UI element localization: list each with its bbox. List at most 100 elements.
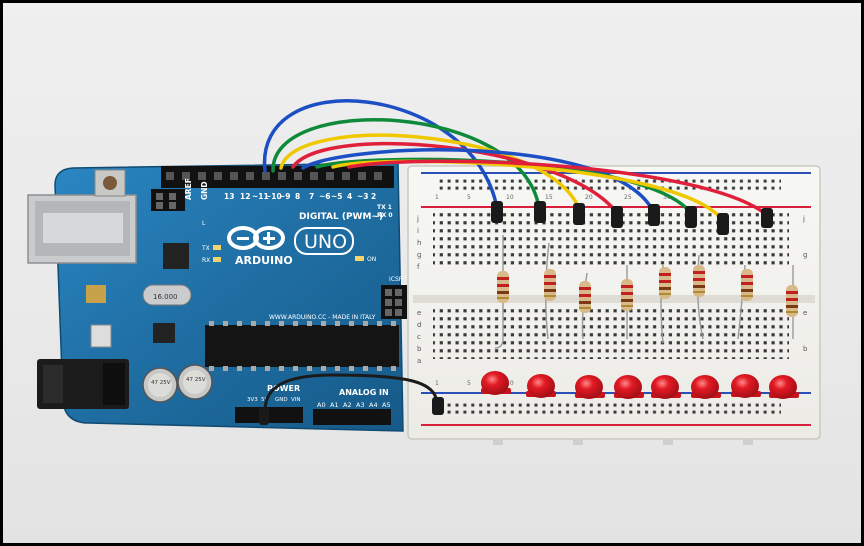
terminal-holes-bottom [433, 307, 789, 359]
dc-power-jack [37, 359, 129, 409]
crystal-oscillator: 16.000 [142, 284, 192, 306]
voltage-regulator [90, 324, 112, 348]
wire-red-2 [347, 159, 769, 217]
svg-text:c: c [417, 333, 421, 341]
pin-label-2: 2 [371, 192, 376, 201]
arduino-uno-board: AREF GND 13 12 ~11 ~10 ~9 8 7 ~6 ~5 4 ~3… [27, 162, 407, 432]
pin-label-12: 12 [240, 192, 250, 201]
pin-label-4: 4 [347, 192, 352, 201]
resistor-4 [621, 279, 633, 311]
reset-button [94, 169, 126, 197]
wire-yellow-1 [279, 133, 581, 210]
breadboard-clips [493, 439, 753, 445]
svg-text:5: 5 [467, 194, 471, 201]
icsp-header-right: ICSP [381, 276, 407, 319]
pin-label-6: ~6 [319, 192, 331, 201]
resistor-5 [659, 267, 671, 299]
usb-interface-chip [163, 243, 189, 269]
pin-label-tx1: TX 1 [377, 204, 392, 211]
row-letters: j i h g f e d c b a j g e b [416, 215, 808, 365]
pin-label-rx0: RX 0 [377, 212, 393, 219]
wire-yellow-2 [331, 159, 725, 223]
svg-text:20: 20 [585, 194, 593, 201]
pin-label-11: ~11 [252, 192, 269, 201]
svg-text:d: d [417, 321, 421, 329]
on-label: ON [367, 256, 376, 263]
wire-gnd-black [263, 373, 439, 413]
analog-in-label: ANALOG IN [339, 388, 389, 397]
analog-pin-a4: A4 [369, 401, 378, 409]
status-leds: TX RX L ON [201, 220, 376, 264]
wire-green-1 [271, 118, 541, 210]
atmega328-chip [205, 321, 399, 371]
svg-text:e: e [417, 309, 421, 317]
power-pin-3v3: 3V3 [247, 397, 258, 403]
usb-port [27, 194, 137, 264]
svg-text:a: a [417, 357, 421, 365]
analog-pin-a3: A3 [356, 401, 365, 409]
led-3 [575, 375, 605, 399]
analog-pin-a2: A2 [343, 401, 352, 409]
svg-text:1: 1 [435, 194, 439, 201]
svg-text:g: g [417, 251, 421, 259]
uno-badge: UNO [294, 227, 354, 255]
svg-text:h: h [417, 239, 421, 247]
resistor-bodies [497, 265, 798, 317]
svg-text:f: f [417, 263, 420, 271]
resistor-8 [786, 285, 798, 317]
digital-pwm-label: DIGITAL (PWM~) [299, 212, 383, 222]
svg-text:15: 15 [545, 194, 553, 201]
brand-label: ARDUINO [235, 254, 293, 267]
resistor-1 [497, 271, 509, 303]
pin-label-8: 8 [295, 192, 300, 201]
tx-label: TX [201, 245, 210, 252]
aref-label: AREF [184, 178, 193, 200]
power-label: POWER [267, 384, 300, 393]
analog-pin-a5: A5 [382, 401, 391, 409]
pin-label-3: ~3 [357, 192, 369, 201]
led-4 [614, 375, 644, 399]
analog-header: ANALOG IN A0 A1 A2 A3 A4 A5 [313, 388, 391, 425]
gnd-label: GND [200, 181, 209, 200]
resistor-7 [741, 269, 753, 301]
op-amp-chip [153, 323, 175, 343]
svg-text:j: j [416, 215, 419, 223]
svg-text:e: e [803, 309, 807, 317]
power-pin-vin: VIN [291, 397, 301, 403]
red-leds [481, 371, 799, 399]
pin-label-13: 13 [224, 192, 234, 201]
pin-label-10: ~10 [265, 192, 282, 201]
bottom-rail-holes [437, 401, 781, 415]
capacitor-label-1: 47 25V [151, 380, 171, 386]
analog-pin-a0: A0 [317, 401, 326, 409]
wire-blue-2 [301, 148, 655, 213]
svg-text:j: j [802, 215, 805, 223]
icsp-label: ICSP [389, 276, 403, 283]
led-1 [481, 371, 511, 395]
svg-text:10: 10 [506, 194, 514, 201]
power-pin-gnd: GND [275, 397, 288, 403]
power-pin-5v: 5V [261, 397, 268, 403]
pin-label-5: ~5 [331, 192, 343, 201]
svg-text:25: 25 [624, 194, 632, 201]
pin-label-9: ~9 [279, 192, 291, 201]
svg-text:b: b [417, 345, 422, 353]
led-8 [769, 375, 799, 399]
icsp-header-top [151, 189, 185, 211]
circuit-photo: AREF GND 13 12 ~11 ~10 ~9 8 7 ~6 ~5 4 ~3… [27, 99, 821, 445]
wire-red-1 [291, 141, 619, 215]
arduino-logo: ARDUINO [227, 226, 293, 267]
svg-text:b: b [803, 345, 808, 353]
rx-label: RX [202, 257, 210, 264]
led-5 [651, 375, 681, 399]
crystal-label: 16.000 [153, 293, 178, 301]
svg-text:5: 5 [467, 380, 471, 387]
fuse [86, 285, 106, 303]
svg-text:30: 30 [663, 194, 671, 201]
svg-text:10: 10 [506, 380, 514, 387]
pin-labels: AREF GND 13 12 ~11 ~10 ~9 8 7 ~6 ~5 4 ~3… [184, 178, 393, 219]
resistor-2 [544, 269, 556, 301]
resistor-3 [579, 281, 591, 313]
svg-text:1: 1 [435, 380, 439, 387]
